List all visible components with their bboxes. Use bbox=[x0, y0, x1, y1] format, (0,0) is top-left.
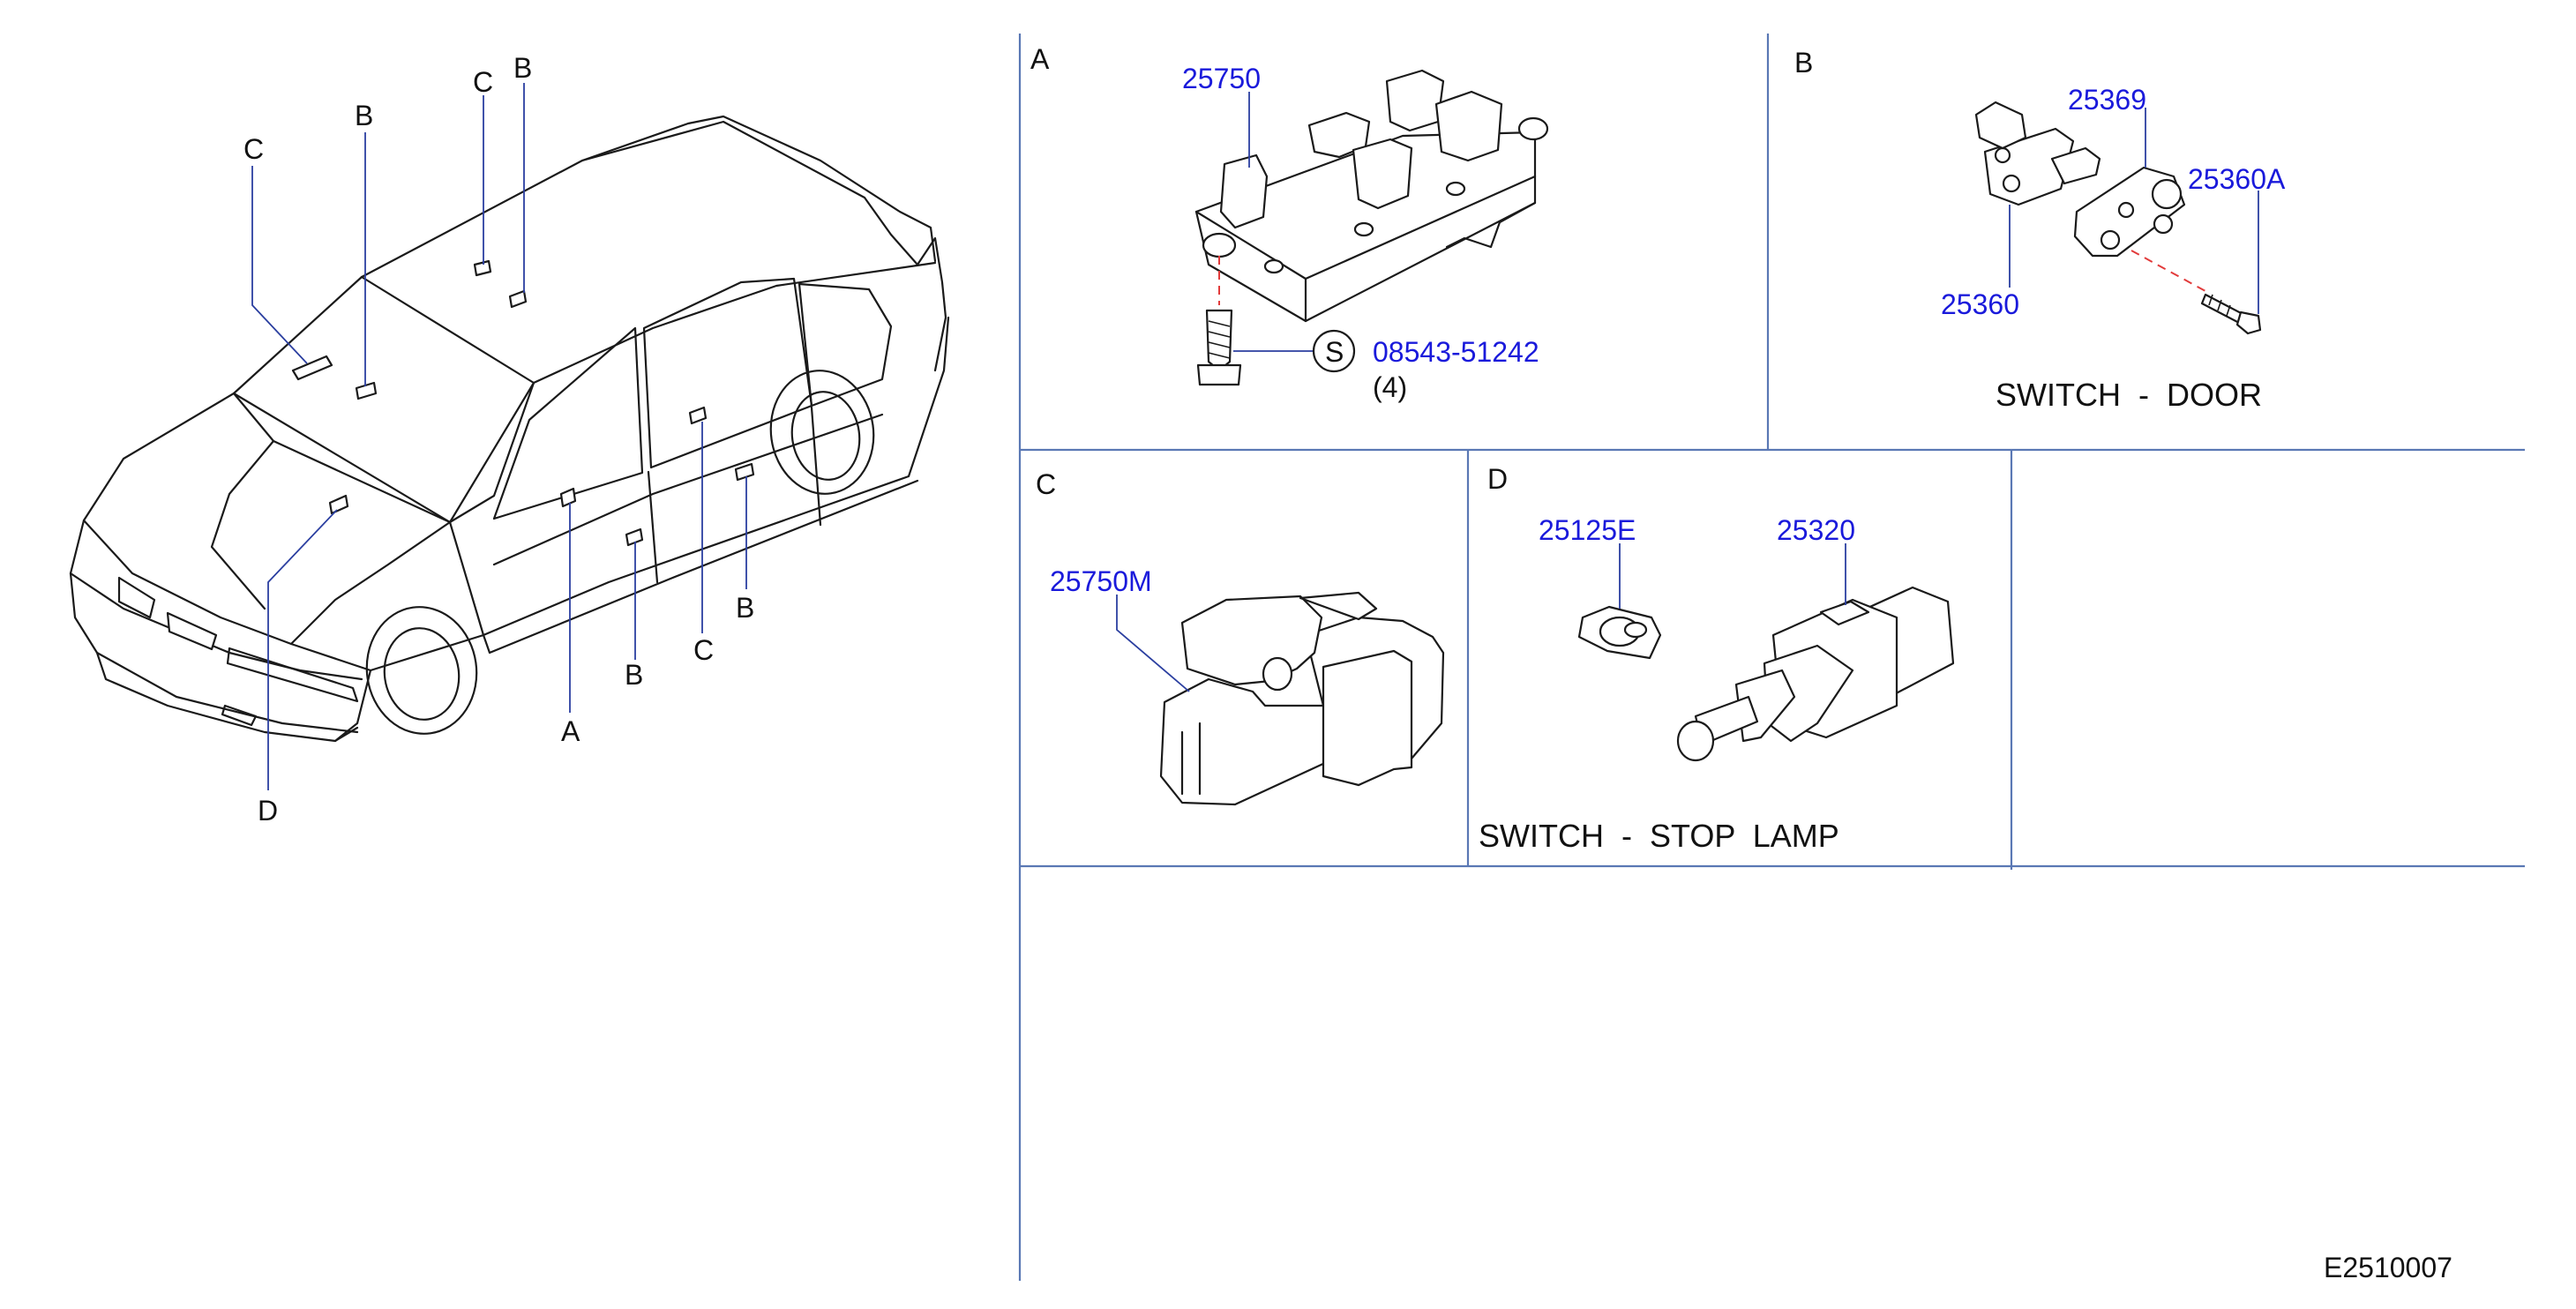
part-number-25750m: 25750M bbox=[1050, 565, 1152, 597]
callout-c-rear-door: C bbox=[693, 634, 714, 666]
diagram-id: E2510007 bbox=[2324, 1252, 2452, 1283]
section-a: A 25750 S bbox=[1030, 43, 1549, 403]
callout-c-roof: C bbox=[473, 66, 493, 98]
callout-b-rear-door: B bbox=[736, 592, 754, 624]
section-c-letter: C bbox=[1036, 468, 1056, 500]
section-d: D 25125E 25320 SWITCH - STOP LAMP bbox=[1479, 463, 1955, 854]
part-number-25320: 25320 bbox=[1777, 514, 1855, 546]
part-number-08543-51242: 08543-51242 bbox=[1373, 336, 1539, 368]
door-switch-illustration bbox=[1974, 101, 2101, 206]
callout-b-hood: B bbox=[355, 100, 373, 131]
callout-d-engine: D bbox=[258, 795, 278, 827]
overview-leader-lines bbox=[251, 83, 747, 790]
callout-a-front-door: A bbox=[561, 715, 580, 747]
callout-c-hood: C bbox=[243, 133, 264, 165]
section-b-letter: B bbox=[1794, 47, 1813, 79]
door-screw-illustration bbox=[2130, 250, 2262, 335]
section-d-letter: D bbox=[1487, 463, 1508, 495]
overview-callout-labels: C B C B A B C B D bbox=[243, 52, 754, 827]
part-number-25369: 25369 bbox=[2068, 84, 2146, 116]
callout-b-roof: B bbox=[513, 52, 532, 84]
screw-illustration bbox=[1196, 256, 1242, 386]
switch-25750m-illustration bbox=[1159, 591, 1445, 806]
section-frames bbox=[1018, 34, 2525, 1281]
screw-quantity: (4) bbox=[1373, 371, 1407, 403]
clip-25125e-illustration bbox=[1577, 605, 1662, 660]
s-symbol: S bbox=[1325, 336, 1344, 368]
stop-lamp-switch-illustration bbox=[1676, 586, 1955, 762]
s-symbol-circle bbox=[1312, 329, 1356, 373]
part-number-25360: 25360 bbox=[1941, 288, 2019, 320]
power-window-switch-illustration bbox=[1194, 69, 1549, 323]
section-a-letter: A bbox=[1030, 43, 1050, 75]
part-number-25125e: 25125E bbox=[1539, 514, 1636, 546]
car-overview-illustration bbox=[69, 115, 950, 743]
section-b-title: SWITCH - DOOR bbox=[1996, 377, 2262, 413]
section-c: C 25750M bbox=[1036, 468, 1445, 806]
callout-b-front-door: B bbox=[625, 659, 643, 691]
section-b: B 25369 25360A 25360 bbox=[1794, 47, 2286, 413]
rubber-cap-illustration bbox=[2073, 166, 2186, 258]
part-number-25750: 25750 bbox=[1182, 63, 1261, 94]
section-d-title: SWITCH - STOP LAMP bbox=[1479, 818, 1839, 854]
part-number-25360a: 25360A bbox=[2188, 163, 2286, 195]
